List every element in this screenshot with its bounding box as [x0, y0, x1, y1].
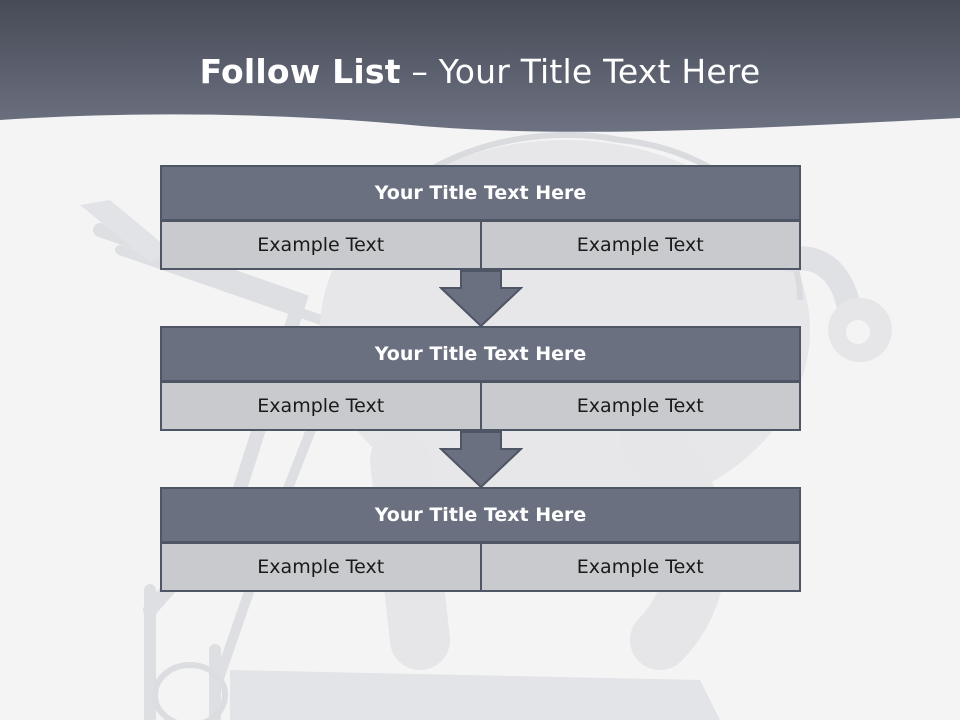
block-cell-right: Example Text [479, 220, 801, 270]
block-title: Your Title Text Here [160, 165, 801, 221]
list-block-3: Your Title Text Here Example Text Exampl… [160, 487, 801, 592]
block-title: Your Title Text Here [160, 487, 801, 543]
slide-title-rest: – Your Title Text Here [400, 52, 761, 91]
block-cell-right: Example Text [479, 381, 801, 431]
block-cell-left: Example Text [160, 542, 482, 592]
block-title: Your Title Text Here [160, 326, 801, 382]
block-row: Example Text Example Text [160, 220, 801, 270]
block-cell-right: Example Text [479, 542, 801, 592]
list-block-1: Your Title Text Here Example Text Exampl… [160, 165, 801, 270]
list-block-2: Your Title Text Here Example Text Exampl… [160, 326, 801, 431]
block-cell-left: Example Text [160, 381, 482, 431]
down-arrow-icon [439, 270, 523, 328]
block-row: Example Text Example Text [160, 381, 801, 431]
block-cell-left: Example Text [160, 220, 482, 270]
block-row: Example Text Example Text [160, 542, 801, 592]
down-arrow-icon [439, 431, 523, 489]
slide-title: Follow List – Your Title Text Here [0, 52, 960, 91]
slide-title-bold: Follow List [199, 52, 401, 91]
